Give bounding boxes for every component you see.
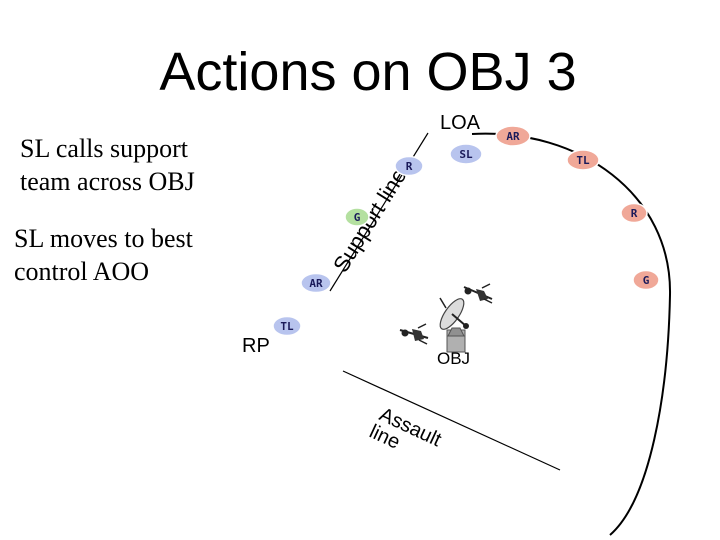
marker-rp-tl-text: TL [280, 320, 294, 333]
marker-arc-tl-text: TL [576, 154, 590, 167]
loa-label: LOA [440, 112, 481, 134]
marker-sl-text: SL [459, 148, 473, 161]
marker-arc-ar-text: AR [506, 130, 520, 143]
note-line-2: team across OBJ [20, 167, 195, 196]
marker-support-g: G [344, 207, 370, 227]
marker-arc-tl: TL [566, 149, 600, 171]
satellite-dish-icon [439, 297, 469, 353]
marker-sl: SL [449, 143, 483, 165]
note-line-4: control AOO [14, 257, 149, 286]
marker-support-ar-text: AR [309, 277, 323, 290]
loa-line [471, 132, 672, 536]
obj-label: OBJ [437, 349, 470, 368]
marker-arc-g: G [632, 269, 660, 291]
marker-support-r: R [394, 155, 424, 177]
soldier-icon [399, 323, 429, 345]
soldier-icon [463, 283, 493, 304]
assault-line [342, 370, 561, 471]
marker-rp-tl: TL [272, 315, 302, 337]
note-line-1: SL calls support [20, 134, 189, 163]
marker-support-ar: AR [300, 272, 332, 294]
marker-arc-r-text: R [631, 207, 638, 220]
marker-support-r-text: R [406, 160, 413, 173]
note-line-3: SL moves to best [14, 224, 194, 253]
support-line-label: Support line [328, 164, 411, 277]
marker-arc-g-text: G [643, 274, 650, 287]
rp-label: RP [242, 335, 270, 357]
marker-support-g-text: G [354, 211, 361, 224]
marker-arc-r: R [620, 202, 648, 224]
marker-arc-ar: AR [495, 125, 531, 147]
page-title: Actions on OBJ 3 [159, 42, 576, 102]
